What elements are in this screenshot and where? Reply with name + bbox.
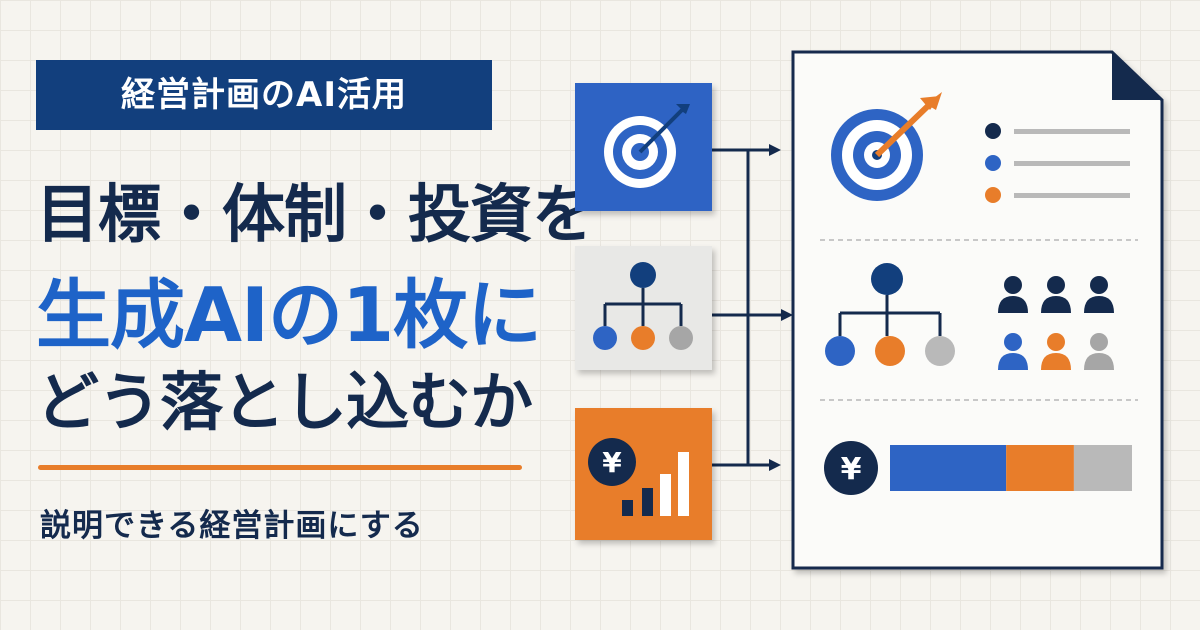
yen-symbol: ¥	[841, 452, 862, 487]
person-icon	[998, 333, 1028, 370]
subtitle: 説明できる経営計画にする	[40, 508, 424, 544]
budget-segment-2	[1006, 445, 1074, 491]
person-icon	[1084, 276, 1114, 313]
yen-symbol-small: ¥	[602, 446, 622, 479]
yen-icon	[824, 441, 878, 495]
person-icon	[1041, 276, 1071, 313]
person-icon	[1084, 333, 1114, 370]
budget-segment-3	[1073, 445, 1132, 491]
orange-divider	[38, 465, 522, 470]
target-card	[575, 83, 712, 211]
headline-line-1: 目標・体制・投資を	[36, 178, 595, 251]
category-badge: 経営計画のAI活用	[36, 60, 492, 130]
folded-corner	[1112, 52, 1162, 100]
budget-segment-1	[890, 445, 1007, 491]
org-card	[575, 246, 712, 370]
person-icon	[998, 276, 1028, 313]
headline-line-3: どう落とし込むか	[36, 366, 533, 439]
target-section	[831, 92, 1130, 203]
connector-lines	[712, 144, 793, 471]
org-chart-icon	[593, 262, 693, 350]
bullet-list	[985, 123, 1130, 203]
yen-bar-chart-icon: ¥	[588, 438, 689, 516]
document-target-icon	[831, 92, 942, 201]
investment-card: ¥	[575, 408, 712, 540]
headline-line-2: 生成AIの1枚に	[36, 271, 542, 359]
target-icon	[604, 104, 690, 188]
budget-bar	[890, 445, 1132, 491]
organization-section	[825, 263, 1114, 370]
people-icons	[998, 276, 1114, 370]
person-icon	[1041, 333, 1071, 370]
budget-section: ¥	[824, 441, 1132, 495]
plan-document: ¥	[791, 50, 1164, 570]
document-org-chart-icon	[825, 263, 955, 366]
